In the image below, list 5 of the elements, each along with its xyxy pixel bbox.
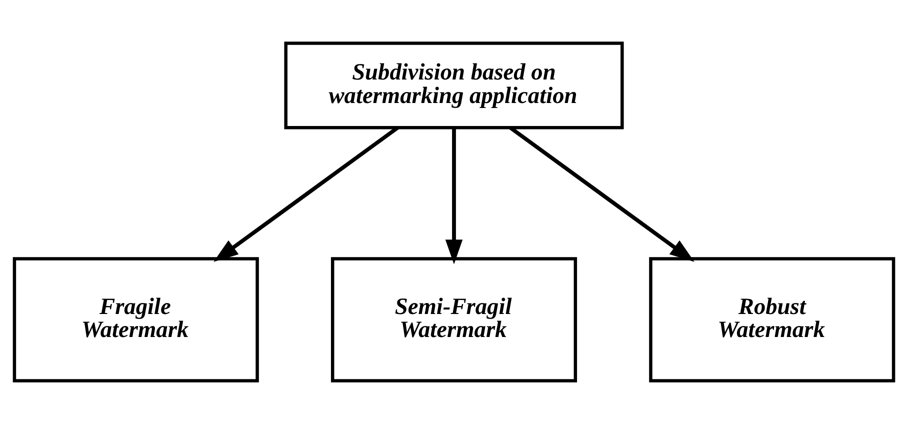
node-box: Fragile Watermark	[12, 256, 258, 382]
node-box: Semi-Fragil Watermark	[330, 256, 577, 382]
arrow	[444, 127, 462, 264]
node-box: Robust Watermark	[648, 256, 895, 382]
node-box: Subdivision based on watermarking application	[284, 41, 624, 129]
